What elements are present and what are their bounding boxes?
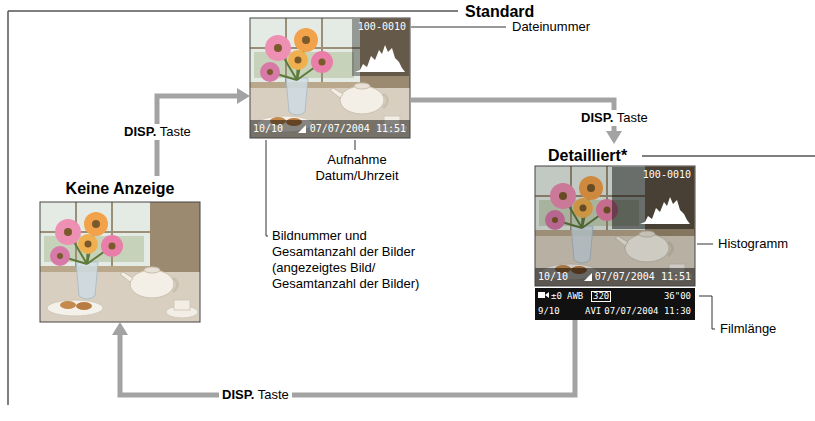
screen-photo <box>250 18 410 138</box>
panel-heading: Keine Anzeige <box>40 179 200 199</box>
callout-label: Dateinummer <box>512 19 590 35</box>
disp-arrow <box>410 100 622 144</box>
arrow-head <box>606 131 622 144</box>
screen-panel: Keine Anzeige <box>40 176 200 322</box>
connector-line <box>410 100 614 131</box>
bracket-line <box>642 155 815 157</box>
date-time: 07/07/2004 11:51 <box>595 271 691 283</box>
panel-heading: Detailliert* <box>548 146 627 166</box>
white-balance: AWB <box>567 291 583 302</box>
callout-label: Filmlänge <box>720 321 776 337</box>
date-time: 07/07/2004 11:30 <box>604 306 691 317</box>
file-type: AVI <box>585 306 601 317</box>
disp-arrow <box>112 320 575 395</box>
edge-label: DISP. Taste <box>121 124 194 140</box>
info-strip-ground <box>535 288 695 320</box>
leader-line <box>266 27 715 329</box>
date-time: 07/07/2004 11:51 <box>310 123 406 135</box>
image-count: 9/10 <box>538 306 560 317</box>
screen-panel: Detailliert* 100-0010 10/10 07/07/2004 11:5… <box>535 144 695 320</box>
screen-photo <box>535 166 695 286</box>
resolution: 320 <box>591 291 611 302</box>
file-number: 100-0010 <box>643 169 691 181</box>
bracket-line <box>8 11 458 405</box>
arrow-head <box>112 322 128 335</box>
movie-length: 36"00 <box>664 291 691 302</box>
callout-label: Bildnummer und Gesamtanzahl der Bilder (… <box>272 228 442 292</box>
screen-photo <box>40 202 200 322</box>
image-count: 10/10 <box>253 123 283 135</box>
screen-panel: Standard100-001010/1007/07/2004 11:51 <box>250 18 410 138</box>
arrow-head <box>237 88 250 104</box>
callout-label: Histogramm <box>718 236 788 252</box>
info-strip: ±0 AWB 320 36"00 9/10 AVI07/07/2004 11:30 <box>535 288 695 320</box>
callout-label: Aufnahme Datum/Uhrzeit <box>309 152 405 184</box>
connector-line <box>120 320 575 395</box>
exposure-value: ±0 <box>551 291 562 302</box>
file-number: 100-0010 <box>358 21 406 33</box>
image-count: 10/10 <box>538 271 568 283</box>
edge-label: DISP. Taste <box>578 110 651 126</box>
edge-label: DISP. Taste <box>219 387 292 403</box>
